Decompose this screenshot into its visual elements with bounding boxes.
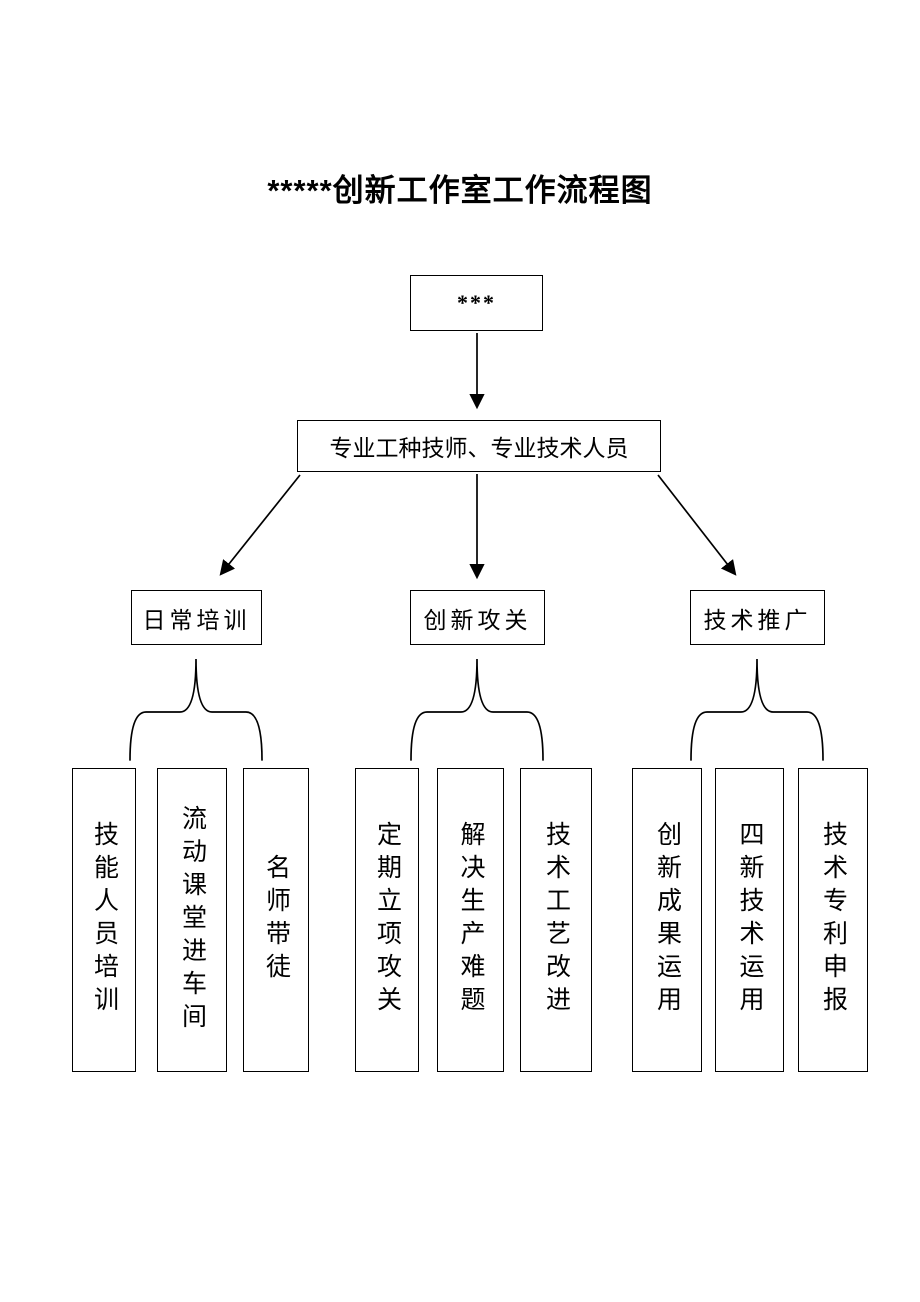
leaf-label: 创新成果运用 — [653, 821, 681, 1019]
leaf-label: 技术工艺改进 — [542, 821, 570, 1019]
node-leaf-process-improvement: 技术工艺改进 — [520, 768, 592, 1072]
leaf-label: 流动课堂进车间 — [178, 804, 206, 1036]
brace-group-2 — [410, 658, 544, 761]
node-leaf-patent-application: 技术专利申报 — [798, 768, 868, 1072]
node-group-daily-training: 日常培训 — [131, 590, 262, 645]
node-leaf-production-problems: 解决生产难题 — [437, 768, 504, 1072]
node-leaf-project-research: 定期立项攻关 — [355, 768, 419, 1072]
node-leaf-mentorship: 名师带徒 — [243, 768, 309, 1072]
brace-group-1 — [129, 658, 263, 761]
node-leaf-innovation-results: 创新成果运用 — [632, 768, 702, 1072]
page-title: *****创新工作室工作流程图 — [267, 173, 653, 208]
arrow-level2-to-group-3 — [657, 474, 737, 576]
leaf-label: 技能人员培训 — [90, 821, 118, 1019]
node-group-tech-promotion: 技术推广 — [690, 590, 825, 645]
node-leaf-new-tech-application: 四新技术运用 — [715, 768, 784, 1072]
brace-group-3 — [690, 658, 824, 761]
leaf-label: 解决生产难题 — [457, 821, 484, 1019]
node-group-innovation: 创新攻关 — [410, 590, 545, 645]
leaf-label: 四新技术运用 — [736, 821, 763, 1019]
node-leaf-skill-training: 技能人员培训 — [72, 768, 136, 1072]
node-technicians: 专业工种技师、专业技术人员 — [297, 420, 661, 472]
node-leaf-mobile-classroom: 流动课堂进车间 — [157, 768, 227, 1072]
arrow-level2-to-group-1 — [219, 474, 301, 576]
leaf-label: 名师带徒 — [262, 854, 290, 986]
leaf-label: 定期立项攻关 — [373, 821, 401, 1019]
leaf-label: 技术专利申报 — [819, 821, 847, 1019]
node-root: *** — [410, 275, 543, 331]
